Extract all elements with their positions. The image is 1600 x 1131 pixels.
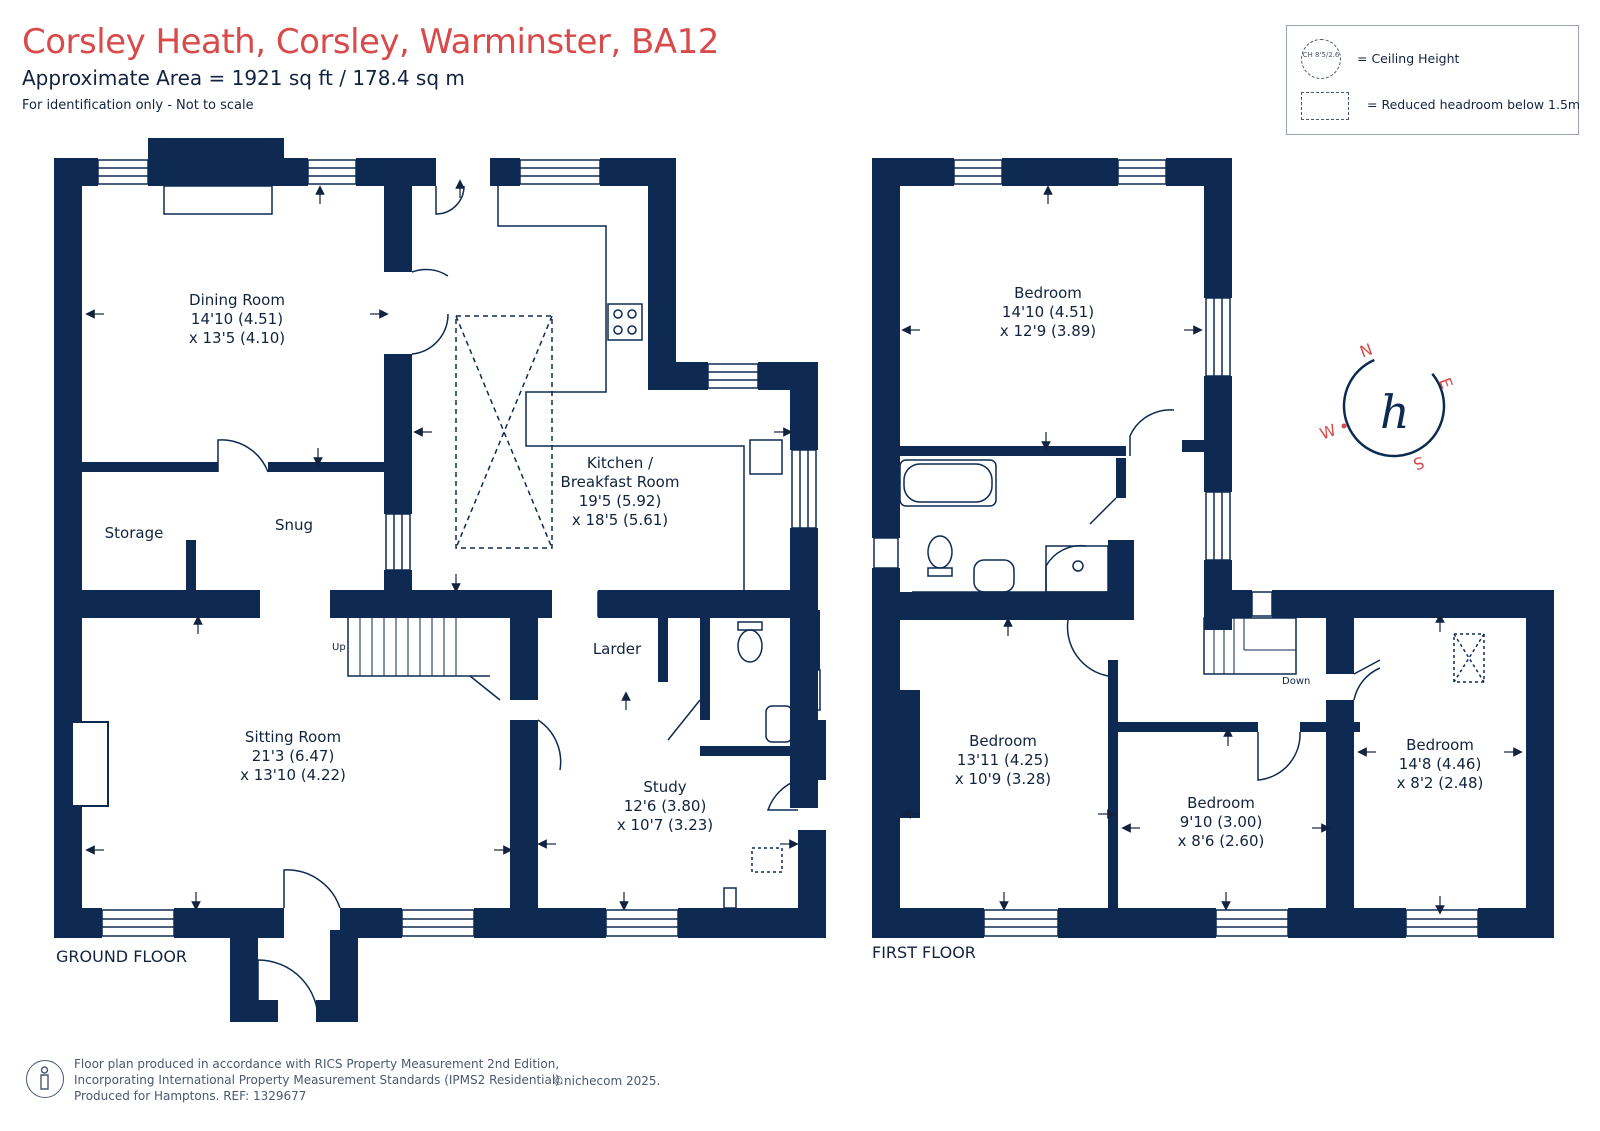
room-name-study: Study xyxy=(643,778,686,796)
stairs-down-label: Down xyxy=(1282,676,1310,687)
room-name-dining: Dining Room xyxy=(189,291,285,309)
footer-line-3: Produced for Hamptons. REF: 1329677 xyxy=(74,1089,307,1103)
legend-reduced-headroom: = Reduced headroom below 1.5m xyxy=(1367,97,1581,112)
approximate-area: Approximate Area = 1921 sq ft / 178.4 sq… xyxy=(22,66,465,90)
room-dim2-study: x 10'7 (3.23) xyxy=(617,816,713,834)
room-name-bedroom-4: Bedroom xyxy=(1406,736,1474,754)
footer-line-1: Floor plan produced in accordance with R… xyxy=(74,1057,560,1071)
legend-ceiling-height: = Ceiling Height xyxy=(1357,51,1460,66)
room-dim2-bedroom-3: x 8'6 (2.60) xyxy=(1178,832,1265,850)
compass-east: E xyxy=(1435,375,1456,391)
rics-badge-icon xyxy=(26,1060,64,1098)
room-dim2-sitting: x 13'10 (4.22) xyxy=(240,766,346,784)
room-name-snug: Snug xyxy=(275,516,313,534)
ground-floor-windows xyxy=(97,159,821,937)
footer-text: Floor plan produced in accordance with R… xyxy=(74,1056,564,1104)
room-name-bedroom-3: Bedroom xyxy=(1187,794,1255,812)
room-dim2-kitchen: x 18'5 (5.61) xyxy=(572,511,668,529)
first-floor-room-labels: Bedroom 14'10 (4.51) x 12'9 (3.89) Bedro… xyxy=(872,284,1483,962)
room-dim1-study: 12'6 (3.80) xyxy=(624,797,707,815)
room-name2-kitchen: Breakfast Room xyxy=(561,473,680,491)
room-dim2-bedroom-4: x 8'2 (2.48) xyxy=(1397,774,1484,792)
copyright: ©nichecom 2025. xyxy=(552,1074,661,1088)
room-name-kitchen: Kitchen / xyxy=(587,454,654,472)
first-floor-dimension-arrows xyxy=(901,185,1523,915)
room-dim2-dining: x 13'5 (4.10) xyxy=(189,329,285,347)
first-floor-fixtures xyxy=(899,409,1485,781)
compass: h N E S W xyxy=(1317,340,1456,474)
compass-west: W xyxy=(1317,420,1339,443)
ceiling-height-icon: CH 8'5/2.6 xyxy=(1301,39,1341,79)
room-dim1-bedroom-1: 14'10 (4.51) xyxy=(1002,303,1094,321)
first-floor-windows xyxy=(873,159,1479,937)
stairs-up-label: Up xyxy=(332,642,346,653)
footer-line-2: Incorporating International Property Mea… xyxy=(74,1073,564,1087)
ground-floor-walls xyxy=(54,138,826,1022)
property-title: Corsley Heath, Corsley, Warminster, BA12 xyxy=(22,22,719,62)
ground-floor-fixtures xyxy=(217,185,799,1023)
room-dim1-bedroom-4: 14'8 (4.46) xyxy=(1399,755,1482,773)
room-dim1-kitchen: 19'5 (5.92) xyxy=(579,492,662,510)
first-floor-label: FIRST FLOOR xyxy=(872,943,976,962)
room-dim2-bedroom-2: x 10'9 (3.28) xyxy=(955,770,1051,788)
ground-floor-dimension-arrows xyxy=(85,179,799,911)
room-dim1-sitting: 21'3 (6.47) xyxy=(252,747,335,765)
room-dim1-bedroom-2: 13'11 (4.25) xyxy=(957,751,1049,769)
reduced-headroom-icon xyxy=(1301,92,1349,120)
identification-note: For identification only - Not to scale xyxy=(22,98,254,113)
room-dim1-dining: 14'10 (4.51) xyxy=(191,310,283,328)
room-dim2-bedroom-1: x 12'9 (3.89) xyxy=(1000,322,1096,340)
room-dim1-bedroom-3: 9'10 (3.00) xyxy=(1180,813,1263,831)
compass-north: N xyxy=(1357,340,1375,362)
room-name-storage: Storage xyxy=(105,524,164,542)
first-floor-walls xyxy=(872,158,1554,938)
compass-south: S xyxy=(1411,453,1427,474)
room-name-bedroom-2: Bedroom xyxy=(969,732,1037,750)
ground-floor-room-labels: Dining Room 14'10 (4.51) x 13'5 (4.10) K… xyxy=(56,291,713,966)
ground-floor-label: GROUND FLOOR xyxy=(56,947,187,966)
compass-logo: h xyxy=(1380,385,1410,439)
room-name-sitting: Sitting Room xyxy=(245,728,341,746)
room-name-bedroom-1: Bedroom xyxy=(1014,284,1082,302)
legend-box: CH 8'5/2.6 = Ceiling Height = Reduced he… xyxy=(1286,25,1581,135)
room-name-larder: Larder xyxy=(593,640,642,658)
